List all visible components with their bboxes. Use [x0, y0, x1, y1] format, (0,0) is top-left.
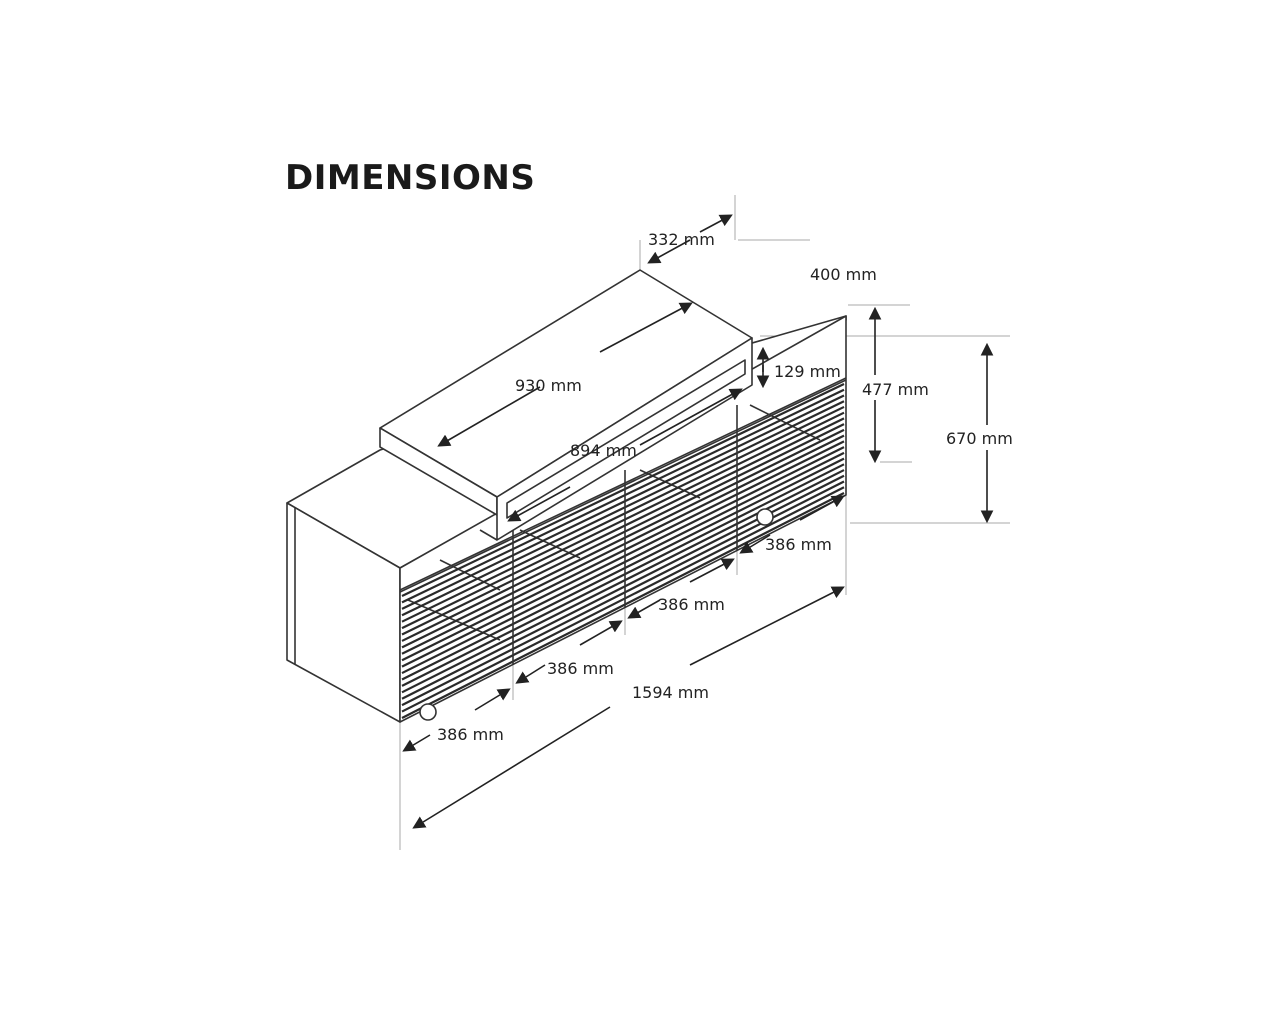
louver-slat	[401, 451, 845, 675]
louver-slat	[401, 423, 845, 642]
louver-slat	[401, 394, 845, 610]
louver-slat	[401, 405, 845, 623]
label-total-width: 1594 mm	[632, 683, 709, 702]
label-section-1: 386 mm	[437, 725, 504, 744]
louver-slat	[401, 388, 845, 604]
label-cabinet-depth: 400 mm	[810, 265, 877, 284]
louver-slat	[401, 440, 845, 662]
louver-slat	[401, 383, 845, 597]
caster-wheel	[419, 703, 437, 721]
label-section-3: 386 mm	[658, 595, 725, 614]
louvered-doors	[401, 383, 845, 719]
dimension-lines	[402, 214, 994, 829]
louver-slat	[401, 446, 845, 668]
dimension-labels: 332 mm 400 mm 930 mm 894 mm 129 mm 477 m…	[437, 230, 1013, 744]
louver-slat	[401, 486, 845, 713]
louver-slat	[401, 457, 845, 681]
label-top-inner-width: 894 mm	[570, 441, 637, 460]
diagram-title: DIMENSIONS	[285, 158, 536, 198]
label-top-depth: 332 mm	[648, 230, 715, 249]
louver-slat	[401, 469, 845, 694]
louver-slat	[401, 463, 845, 687]
label-total-height: 670 mm	[946, 429, 1013, 448]
label-top-width: 930 mm	[515, 376, 582, 395]
louver-slat	[401, 492, 845, 719]
louver-slat	[401, 417, 845, 636]
louver-slat	[401, 434, 845, 655]
caster-wheel	[756, 508, 774, 526]
top-shelf-unit	[379, 269, 753, 541]
louver-slat	[401, 411, 845, 630]
label-shelf-opening: 129 mm	[774, 362, 841, 381]
label-cabinet-height: 477 mm	[862, 380, 929, 399]
label-section-2: 386 mm	[547, 659, 614, 678]
louver-slat	[401, 400, 845, 617]
louver-slat	[401, 428, 845, 649]
label-section-4: 386 mm	[765, 535, 832, 554]
